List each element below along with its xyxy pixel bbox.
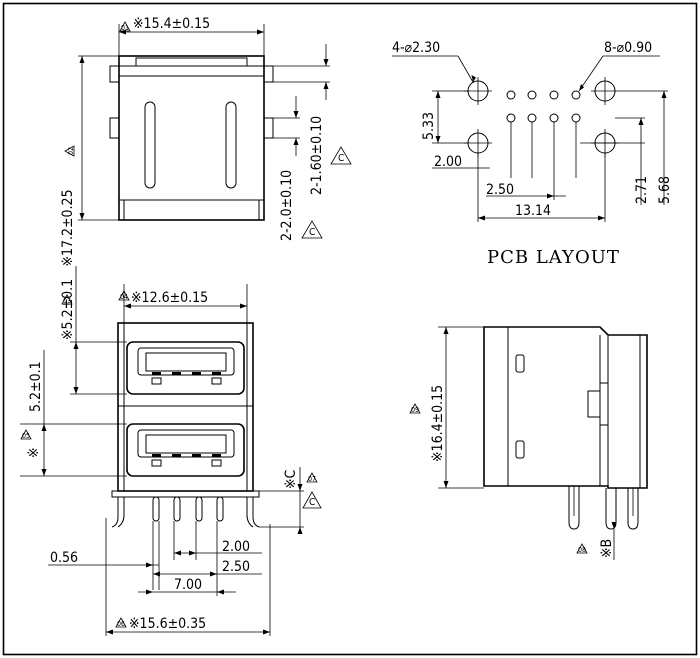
top-slot-right xyxy=(225,101,237,189)
side-pin xyxy=(605,488,617,530)
pcb-dim-1314: 13.14 xyxy=(515,203,551,219)
pcb-hole-small xyxy=(571,90,581,100)
mount-leg-right xyxy=(246,497,260,528)
side-height-dim: ※16.4±0.15 xyxy=(430,385,446,462)
svg-text:05: 05 xyxy=(22,432,30,440)
side-body xyxy=(483,326,648,489)
pcb-hole-small xyxy=(506,113,516,123)
pcb-hole-small xyxy=(549,113,559,123)
pcb-hole-small xyxy=(571,113,581,123)
top-height-tag: 02 xyxy=(67,147,75,155)
svg-text:03: 03 xyxy=(63,297,71,305)
front-view: 04 ※12.6±0.15 ※5.2±0.1 03 5.2±0.1 05 ※ ※… xyxy=(20,266,322,636)
top-width-tag: 01 xyxy=(121,24,129,32)
front-c-label: ※C xyxy=(283,469,299,489)
pcb-hole-small xyxy=(506,90,516,100)
pcb-dim-200: 2.00 xyxy=(434,154,462,170)
pin-dim-700: 7.00 xyxy=(174,577,202,593)
usb-port-upper xyxy=(126,341,245,395)
pcb-small-holes: 8-⌀0.90 xyxy=(604,40,652,56)
top-height-dim: ※17.2±0.25 xyxy=(60,189,76,266)
pcb-hole-small xyxy=(527,90,537,100)
top-tab-dim-1: 2-1.60±0.10 xyxy=(309,116,325,195)
mount-leg-left xyxy=(111,497,125,528)
flag-c-1 xyxy=(330,146,352,165)
pcb-big-holes: 4-⌀2.30 xyxy=(392,40,440,56)
pin xyxy=(195,496,203,522)
svg-text:07: 07 xyxy=(308,475,316,483)
pcb-dim-533: 5.33 xyxy=(421,112,437,140)
pcb-dim-250: 2.50 xyxy=(486,182,514,198)
top-tab-dim-2: 2-2.0±0.10 xyxy=(279,170,295,241)
pin xyxy=(173,496,181,522)
top-width-dim: ※15.4±0.15 xyxy=(133,16,210,32)
svg-text:08: 08 xyxy=(578,546,586,554)
svg-text:C: C xyxy=(309,497,315,508)
top-view-body xyxy=(118,55,265,221)
side-view: ※16.4±0.15 09 ※B 08 xyxy=(409,326,648,560)
top-view: 01 ※15.4±0.15 02 ※17.2±0.25 2-1.60±0.10 … xyxy=(60,16,352,267)
pcb-title: PCB LAYOUT xyxy=(487,247,620,268)
pcb-dim-568: 5.68 xyxy=(657,176,673,204)
side-pin xyxy=(627,488,639,530)
pin-dim-250: 2.50 xyxy=(222,559,250,575)
front-inner-width: ※12.6±0.15 xyxy=(131,290,208,306)
svg-text:C: C xyxy=(338,153,344,164)
pcb-dim-271: 2.71 xyxy=(634,176,650,204)
pin xyxy=(152,496,160,522)
pcb-layout: 4-⌀2.30 8-⌀0.90 5.33 2.00 2.50 13.14 xyxy=(392,40,673,268)
usb-port-lower xyxy=(126,423,245,477)
front-overall-width: ※15.6±0.35 xyxy=(129,616,206,632)
svg-text:C: C xyxy=(309,227,315,238)
side-b-label: ※B xyxy=(599,539,615,558)
flag-c-3 xyxy=(302,491,322,509)
front-upper-pitch: ※5.2±0.1 xyxy=(60,279,76,340)
side-pin xyxy=(568,486,580,530)
svg-text:04: 04 xyxy=(120,293,128,301)
svg-text:06: 06 xyxy=(117,620,125,628)
front-star: ※ xyxy=(26,447,42,458)
pin xyxy=(216,496,224,522)
front-lower-pitch: 5.2±0.1 xyxy=(28,361,44,412)
pcb-hole-small xyxy=(527,113,537,123)
svg-text:09: 09 xyxy=(411,406,419,414)
flag-c-2 xyxy=(301,220,323,239)
top-slot-left xyxy=(144,101,156,189)
pin-dim-056: 0.56 xyxy=(50,550,78,566)
pcb-hole-small xyxy=(549,90,559,100)
pin-dim-200: 2.00 xyxy=(222,539,250,555)
